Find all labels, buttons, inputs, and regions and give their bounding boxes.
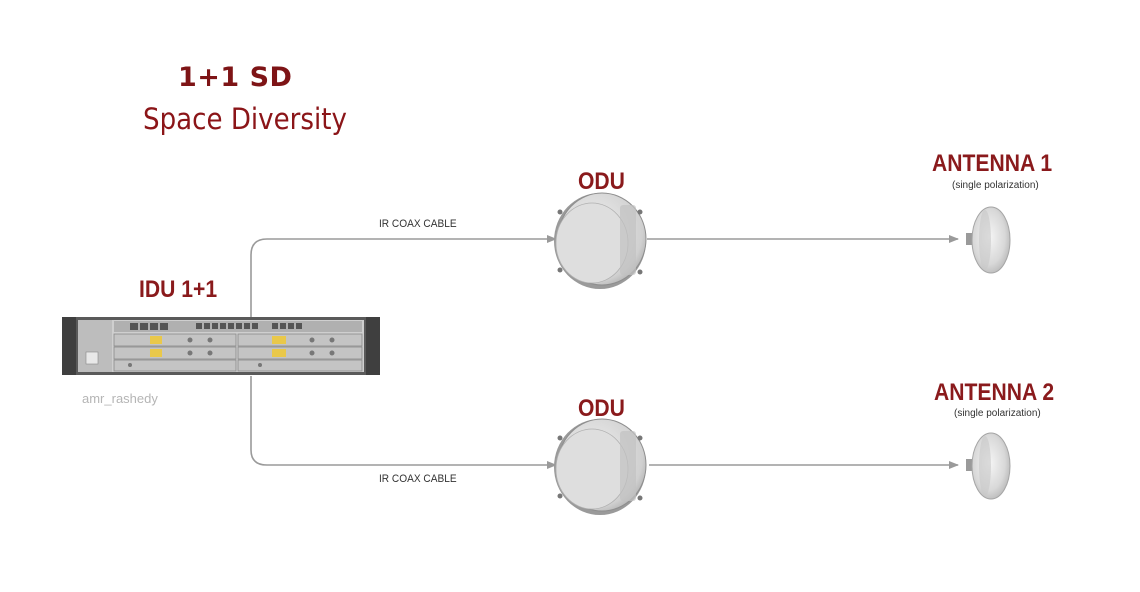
odu-bottom-label: ODU	[578, 395, 625, 422]
odu-top-label: ODU	[578, 168, 625, 195]
antenna-1-icon	[966, 206, 1011, 274]
odu-top-icon	[554, 192, 647, 289]
title-subtitle: Space Diversity	[143, 102, 347, 136]
odu-bottom-icon	[554, 418, 647, 515]
antenna-2-label: ANTENNA 2	[934, 379, 1055, 406]
title-main: 1+1 SD	[178, 62, 293, 93]
antenna-2-icon	[966, 432, 1011, 500]
cable-line-top	[250, 235, 557, 318]
antenna-1-note: (single polarization)	[952, 180, 1039, 191]
cable-top-label: IR COAX CABLE	[379, 218, 457, 230]
idu-label: IDU 1+1	[139, 276, 218, 303]
cable-bottom-label: IR COAX CABLE	[379, 473, 457, 485]
cable-line-bottom	[250, 376, 557, 469]
antenna-2-note: (single polarization)	[954, 408, 1041, 419]
watermark: amr_rashedy	[82, 391, 158, 406]
idu-chassis-icon	[62, 317, 380, 375]
antenna-1-label: ANTENNA 1	[932, 150, 1053, 177]
